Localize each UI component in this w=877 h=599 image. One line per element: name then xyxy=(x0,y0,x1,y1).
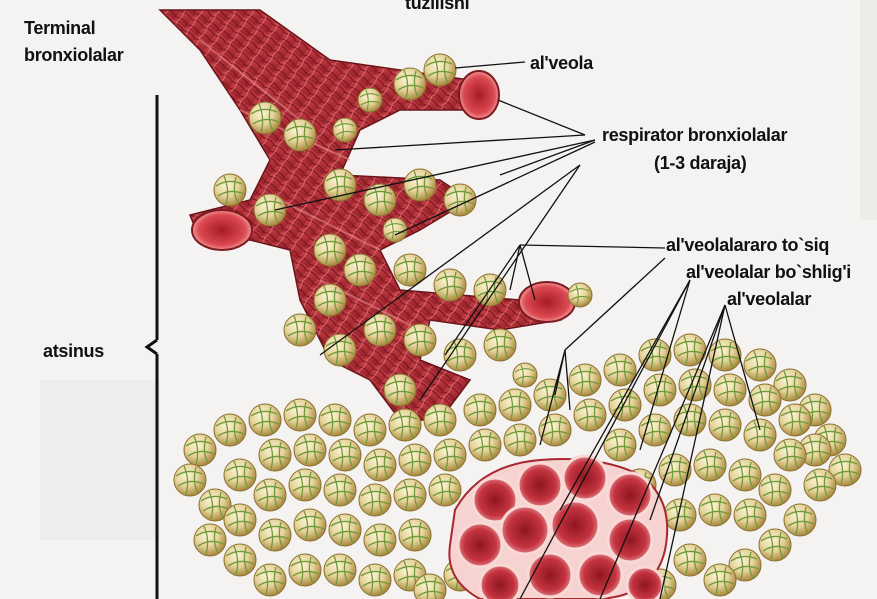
label-alveoli: al'veolalar xyxy=(727,288,811,310)
label-septum: al'veolalararo to`siq xyxy=(666,234,829,256)
label-acinus: atsinus xyxy=(43,340,104,362)
label-terminal-line2: bronxiolalar xyxy=(24,44,123,66)
label-respirator-line1: respirator bronxiolalar xyxy=(602,124,787,146)
label-respirator-line2: (1-3 daraja) xyxy=(654,152,746,174)
title-fragment: tuzilishi xyxy=(405,0,469,14)
label-cavity: al'veolalar bo`shlig'i xyxy=(686,261,851,283)
label-terminal-line1: Terminal xyxy=(24,17,95,39)
label-alveola: al'veola xyxy=(530,52,593,74)
